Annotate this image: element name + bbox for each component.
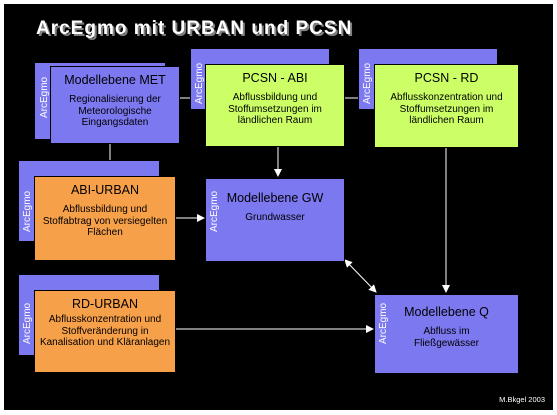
pcsn-abi-desc: Abflussbildung und Stoffumsetzungen im l… bbox=[228, 92, 322, 126]
author-credit: M.Bkgel 2003 bbox=[499, 395, 545, 404]
gw-desc: Grundwasser bbox=[245, 212, 305, 223]
pcsn-rd-desc: Abflusskonzentration und Stoffumsetzunge… bbox=[390, 92, 503, 126]
abi-urban-desc: Abflussbildung und Stoffabtrag von versi… bbox=[42, 204, 168, 238]
pcsn-abi-title: PCSN - ABI bbox=[242, 71, 308, 85]
rd-urban-title: RD-URBAN bbox=[72, 297, 138, 311]
arrow-gw-q-exchange bbox=[344, 259, 377, 293]
q-box[interactable]: Modellebene Q Abfluss im Fließgewässer bbox=[374, 294, 519, 374]
rd-urban-box[interactable]: RD-URBAN Abflusskonzentration und Stoffv… bbox=[34, 290, 176, 373]
abi-urban-box[interactable]: ABI-URBAN Abflussbildung und Stoffabtrag… bbox=[34, 176, 176, 261]
pcsn-rd-title: PCSN - RD bbox=[414, 71, 479, 85]
pcsn-rd-side-label: ArcEgmo bbox=[362, 62, 373, 104]
pcsn-rd-box[interactable]: PCSN - RD Abflusskonzentration und Stoff… bbox=[374, 64, 519, 148]
abi-urban-side-label: ArcEgmo bbox=[22, 190, 33, 232]
pcsn-abi-side-label: ArcEgmo bbox=[194, 62, 205, 104]
gw-side-label: ArcEgmo bbox=[209, 190, 220, 232]
q-title: Modellebene Q bbox=[404, 305, 489, 319]
diagram-canvas: ArcEgmo mit URBAN und PCSN ArcEgmo Model… bbox=[4, 4, 553, 410]
met-title: Modellebene MET bbox=[64, 73, 166, 87]
q-side-label: ArcEgmo bbox=[378, 302, 389, 344]
gw-box[interactable]: Modellebene GW Grundwasser bbox=[205, 178, 345, 262]
q-desc: Abfluss im Fließgewässer bbox=[413, 326, 480, 349]
gw-title: Modellebene GW bbox=[226, 191, 324, 205]
abi-urban-title: ABI-URBAN bbox=[70, 183, 140, 197]
met-desc: Regionalisierung der Meteorologische Ein… bbox=[69, 94, 161, 128]
pcsn-abi-box[interactable]: PCSN - ABI Abflussbildung und Stoffumset… bbox=[205, 64, 345, 147]
page-title: ArcEgmo mit URBAN und PCSN bbox=[36, 18, 353, 39]
rd-urban-side-label: ArcEgmo bbox=[22, 302, 33, 344]
rd-urban-desc: Abflusskonzentration und Stoffveränderun… bbox=[39, 314, 171, 348]
met-box[interactable]: Modellebene MET Regionalisierung der Met… bbox=[50, 66, 180, 144]
met-side-label: ArcEgmo bbox=[39, 76, 50, 118]
